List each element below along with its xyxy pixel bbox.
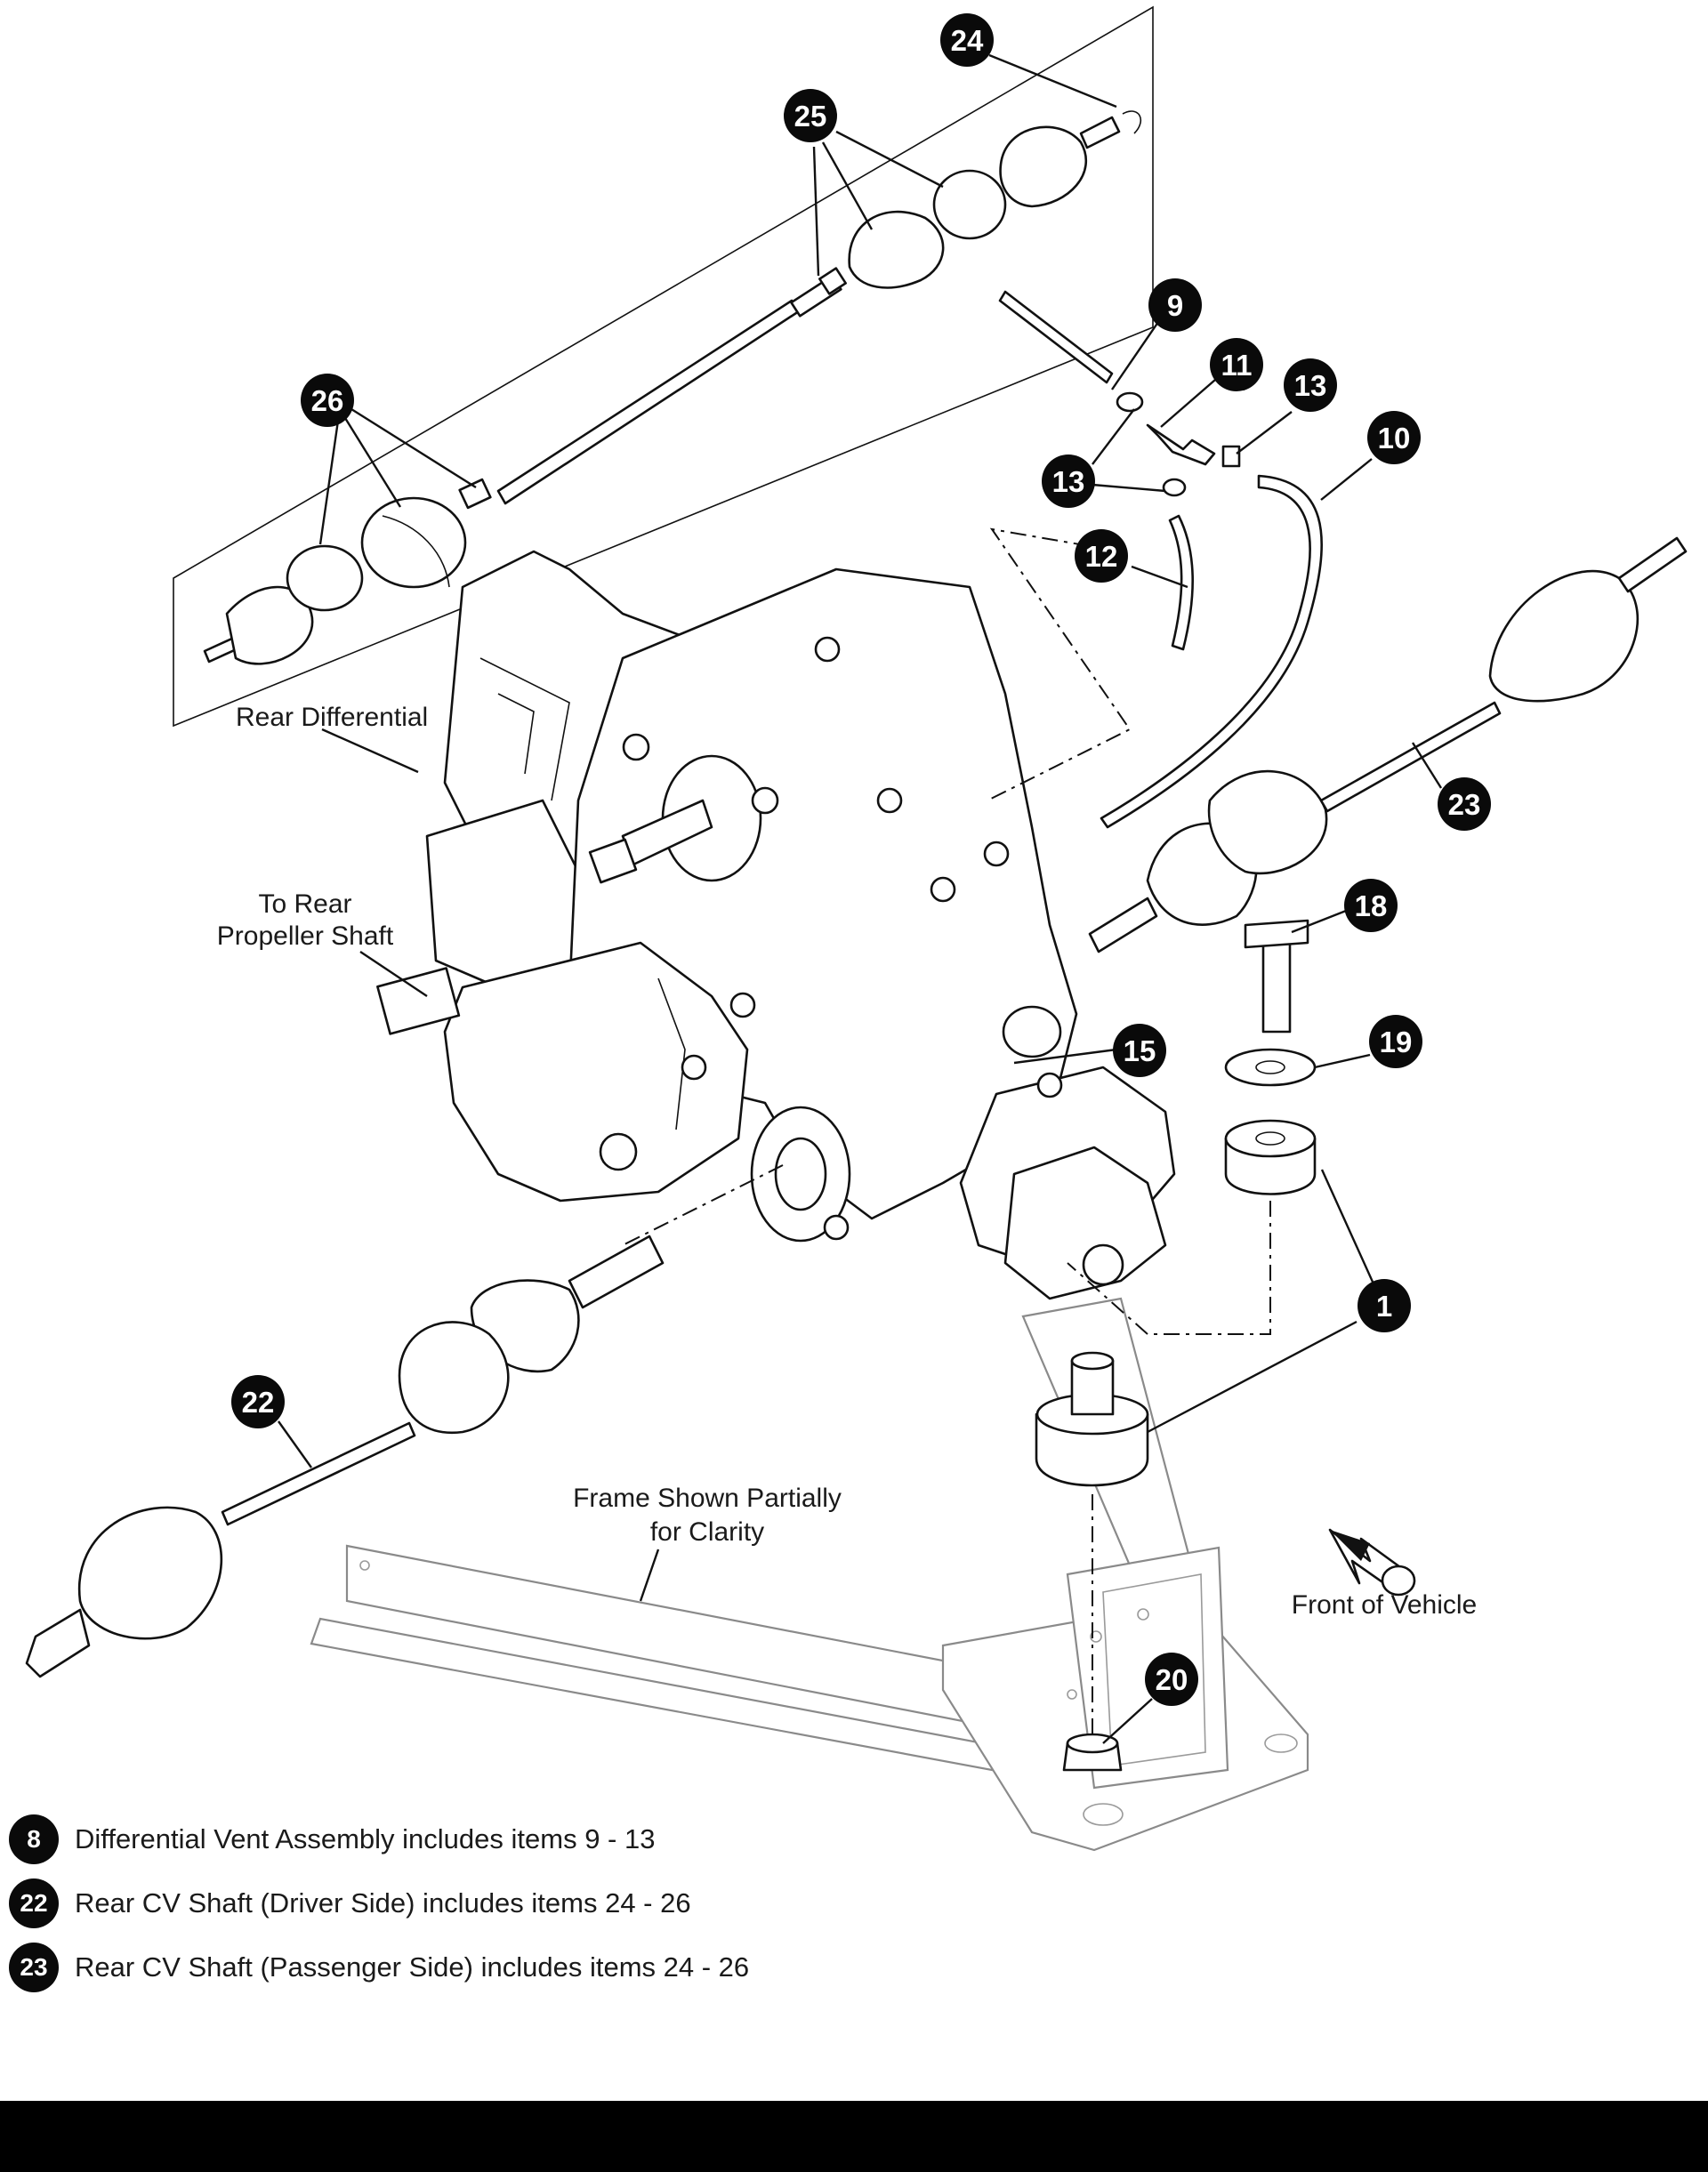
svg-text:20: 20 <box>1156 1663 1188 1696</box>
rear-cv-shaft-driver <box>25 1235 665 1678</box>
callout-11: 11 <box>1210 338 1263 391</box>
front-of-vehicle-arrow-icon <box>1328 1528 1416 1597</box>
legend-row-23: 23 Rear CV Shaft (Passenger Side) includ… <box>9 1941 987 1994</box>
svg-text:13: 13 <box>1294 369 1327 402</box>
svg-text:18: 18 <box>1355 889 1388 922</box>
bottom-black-bar <box>0 2101 1708 2172</box>
rear-differential-housing <box>376 550 1176 1300</box>
cv-shaft-exploded-group <box>173 5 1154 728</box>
label-propeller-shaft: Propeller Shaft <box>217 921 394 951</box>
callout-13-upper: 13 <box>1284 358 1337 412</box>
alignment-lines <box>622 527 1271 1734</box>
label-front-of-vehicle: Front of Vehicle <box>1292 1590 1477 1620</box>
svg-text:24: 24 <box>951 24 984 57</box>
callout-13-lower: 13 <box>1042 455 1095 508</box>
svg-text:9: 9 <box>1167 289 1183 322</box>
legend-badge: 22 <box>9 1878 59 1928</box>
callout-9: 9 <box>1148 278 1202 332</box>
svg-text:13: 13 <box>1052 465 1085 498</box>
vent-assembly <box>998 290 1323 829</box>
callout-1: 1 <box>1358 1279 1411 1332</box>
legend-text: Differential Vent Assembly includes item… <box>75 1823 656 1854</box>
legend-row-8: 8 Differential Vent Assembly includes it… <box>9 1813 987 1866</box>
svg-text:22: 22 <box>242 1386 275 1419</box>
callout-10: 10 <box>1367 411 1421 464</box>
leader-lines <box>278 53 1443 1744</box>
svg-text:23: 23 <box>1448 788 1481 821</box>
legend-text: Rear CV Shaft (Passenger Side) includes … <box>75 1951 750 1983</box>
callout-19: 19 <box>1369 1015 1422 1068</box>
callout-12: 12 <box>1075 529 1128 583</box>
vehicle-frame <box>310 1297 1309 1852</box>
parts-legend: 8 Differential Vent Assembly includes it… <box>9 1813 987 2005</box>
label-rear-differential: Rear Differential <box>236 703 428 732</box>
mount-hardware <box>1035 919 1317 1772</box>
svg-text:11: 11 <box>1221 349 1253 382</box>
svg-text:19: 19 <box>1380 1026 1413 1058</box>
svg-text:10: 10 <box>1378 422 1411 455</box>
legend-badge: 23 <box>9 1943 59 1992</box>
callout-24: 24 <box>940 13 994 67</box>
svg-text:1: 1 <box>1376 1290 1392 1323</box>
callout-26: 26 <box>301 374 354 427</box>
diagram-labels: Rear Differential To Rear Propeller Shaf… <box>217 703 1477 1620</box>
legend-row-22: 22 Rear CV Shaft (Driver Side) includes … <box>9 1877 987 1930</box>
legend-badge: 8 <box>9 1814 59 1864</box>
callout-18: 18 <box>1344 879 1398 932</box>
svg-text:26: 26 <box>311 384 344 417</box>
rear-cv-shaft-passenger <box>1088 536 1688 953</box>
svg-text:25: 25 <box>794 100 827 133</box>
svg-text:12: 12 <box>1085 540 1118 573</box>
callout-22: 22 <box>231 1375 285 1428</box>
callout-15: 15 <box>1113 1024 1166 1077</box>
label-to-rear-line1: To Rear <box>258 889 351 919</box>
legend-text: Rear CV Shaft (Driver Side) includes ite… <box>75 1887 691 1919</box>
callout-25: 25 <box>784 89 837 142</box>
label-frame-note-line1: Frame Shown Partially <box>573 1484 842 1513</box>
label-frame-note-line2: for Clarity <box>650 1517 764 1547</box>
callout-20: 20 <box>1145 1653 1198 1706</box>
callout-23: 23 <box>1438 777 1491 831</box>
svg-text:15: 15 <box>1124 1034 1156 1067</box>
